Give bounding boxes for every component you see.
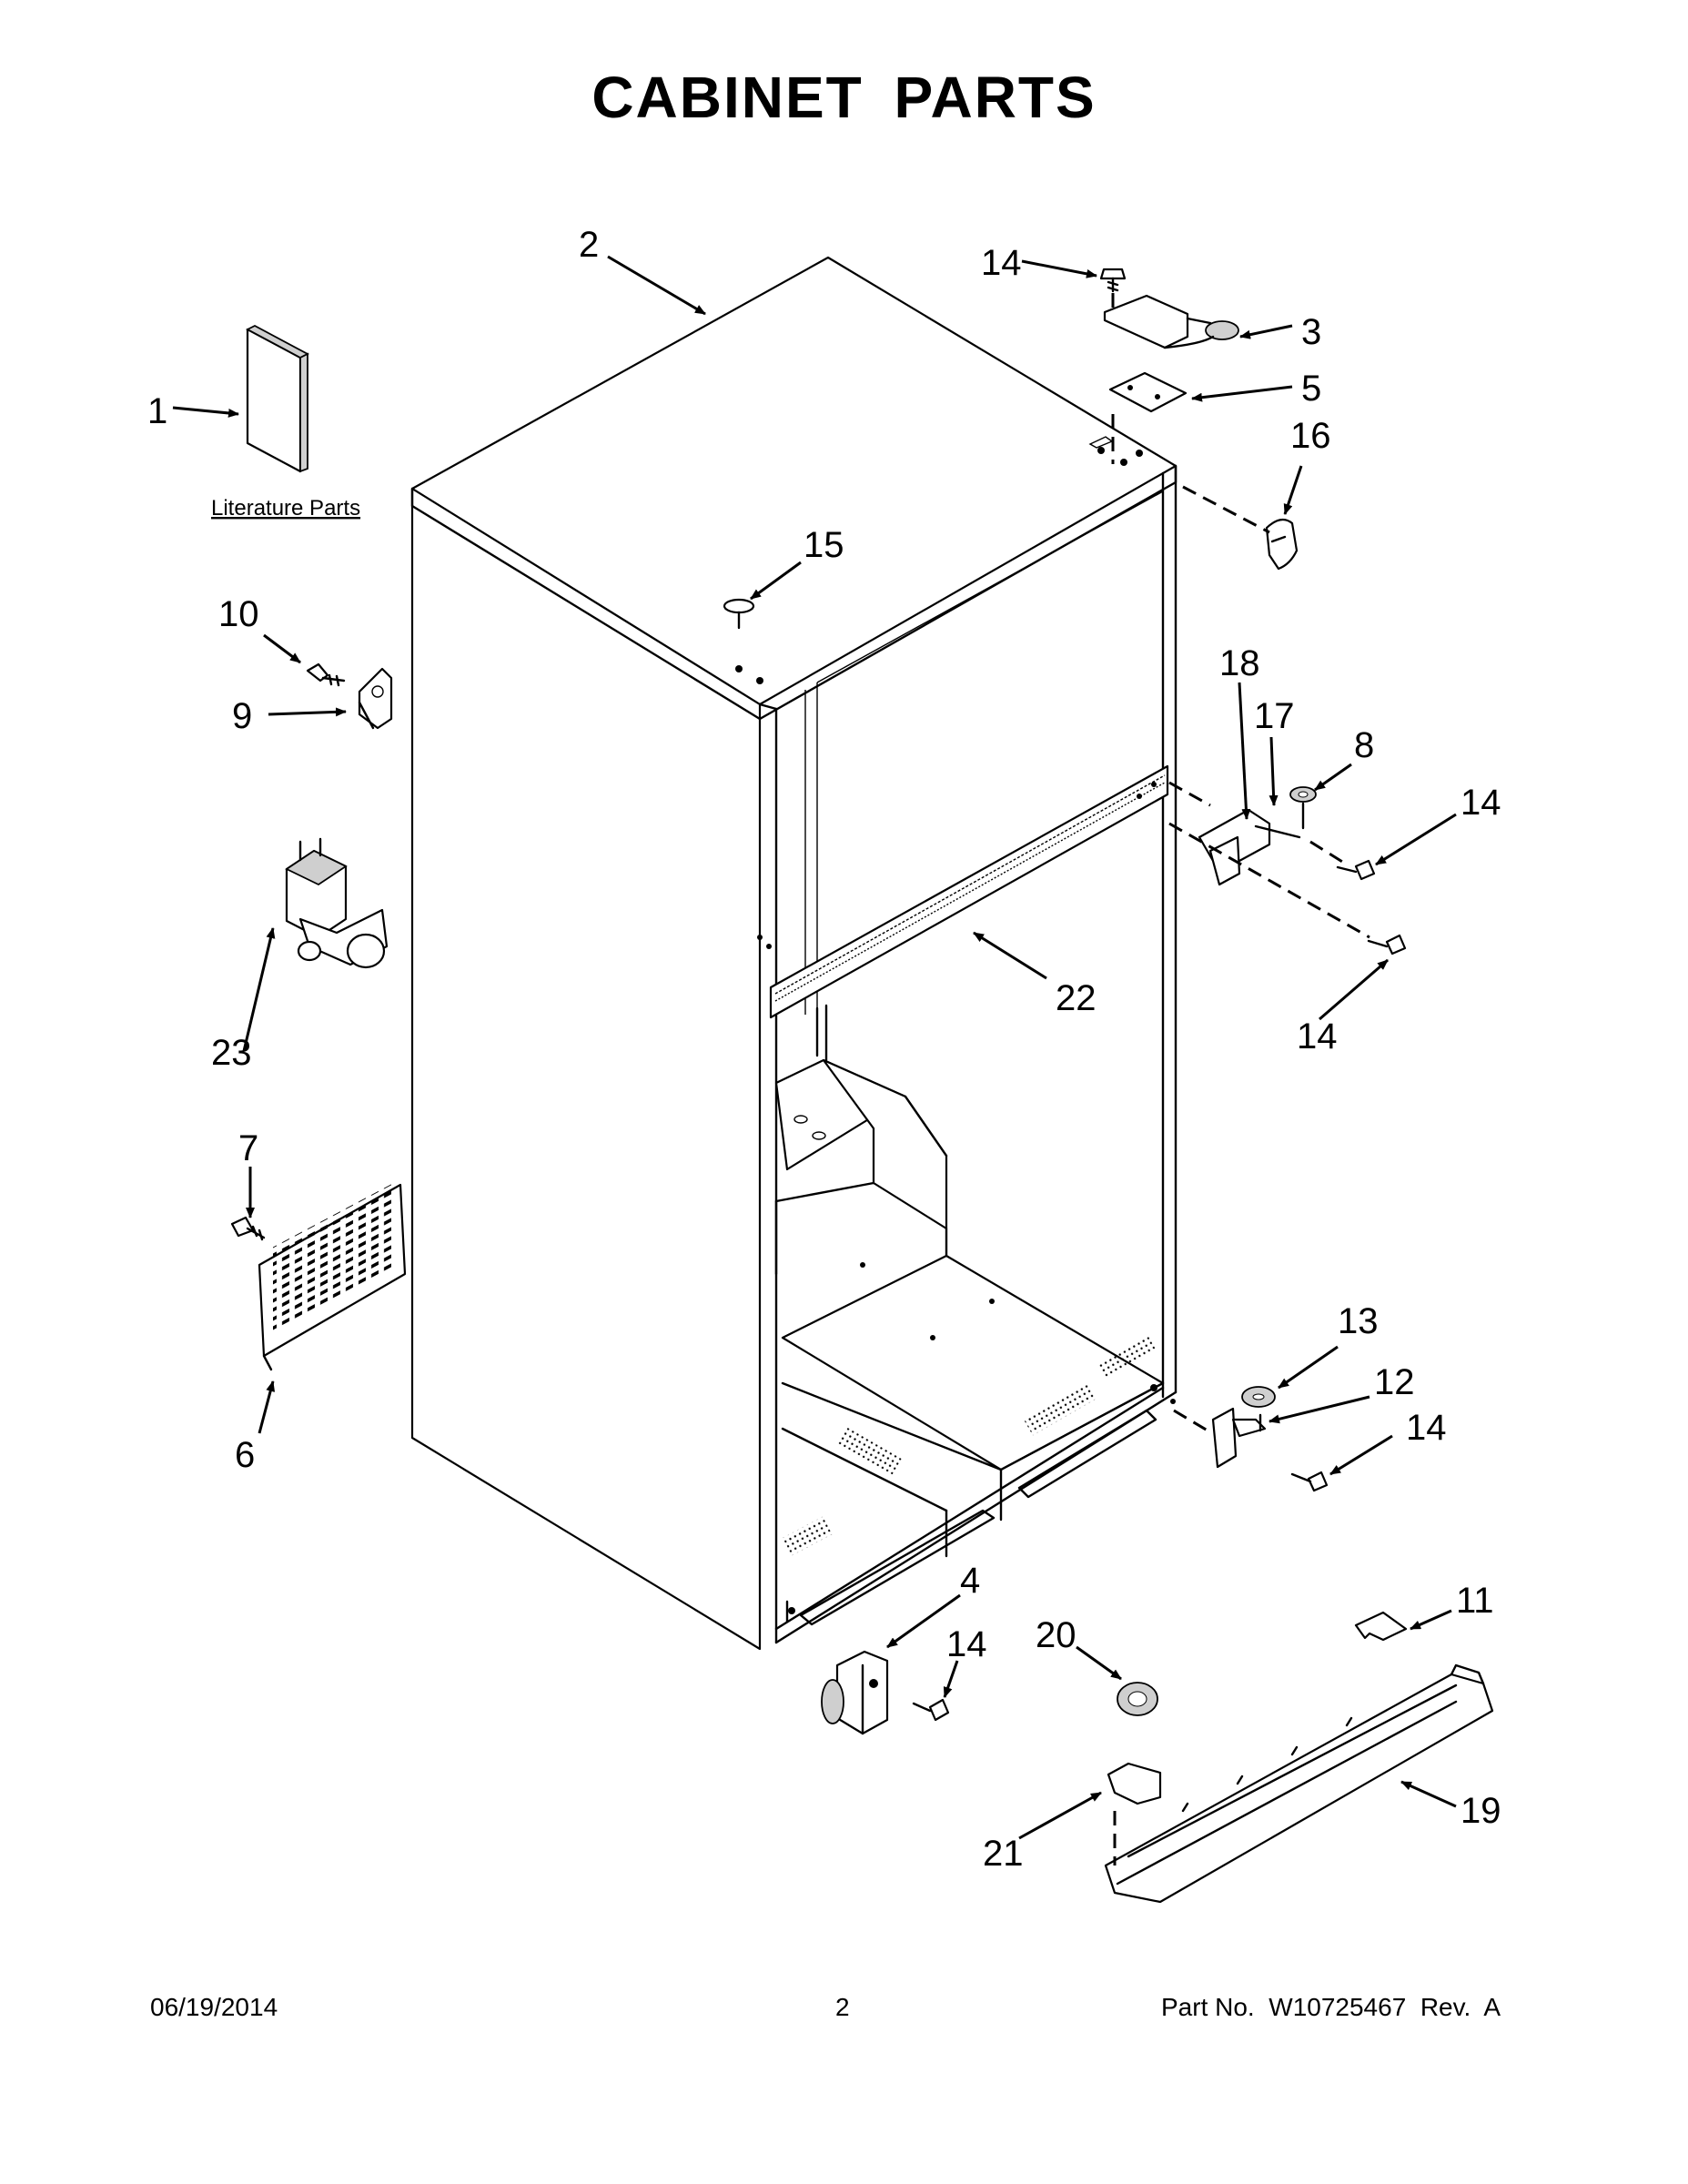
hinge-cover-part-16	[1265, 518, 1299, 571]
mid-dash-3	[1168, 822, 1370, 939]
callout-14-bottom-right: 14	[1406, 1408, 1447, 1448]
leveling-bracket-part-4	[821, 1650, 889, 1735]
screw-part-14-mid-a	[1336, 859, 1376, 881]
access-panel-part-6	[258, 1183, 407, 1371]
callout-13: 13	[1338, 1301, 1379, 1341]
callout-2: 2	[579, 225, 599, 265]
callout-3: 3	[1301, 312, 1321, 352]
plug-part-15	[723, 598, 755, 630]
cabinet-body	[410, 256, 1178, 1651]
callout-14-bottom-left: 14	[946, 1624, 987, 1664]
clip-part-11	[1354, 1611, 1408, 1642]
washer-part-13	[1241, 1386, 1276, 1408]
callout-16: 16	[1290, 416, 1331, 456]
callout-15: 15	[804, 525, 844, 565]
callout-14-mid-b: 14	[1297, 1016, 1338, 1057]
footer-date: 06/19/2014	[150, 1993, 278, 2021]
cabinet-holes	[735, 436, 1157, 949]
callout-labels: 1 2 3 4 5 6 7 8 9 10 11 12 13 14 14 14 1…	[147, 225, 1501, 1874]
callout-23: 23	[211, 1033, 252, 1073]
callout-19: 19	[1461, 1791, 1501, 1831]
literature-caption: Literature Parts	[211, 496, 360, 521]
washer-part-8	[1289, 786, 1317, 803]
callout-11: 11	[1456, 1581, 1494, 1621]
page-title: CABINET PARTS	[591, 65, 1097, 130]
hinge-shim-part-5	[1108, 371, 1188, 413]
spacer-part-21	[1107, 1762, 1162, 1805]
callout-1: 1	[147, 391, 167, 431]
callout-21: 21	[983, 1834, 1024, 1874]
footer-page-number: 2	[835, 1993, 850, 2021]
footer-part-number: Part No. W10725467 Rev. A	[1161, 1993, 1501, 2021]
callout-6: 6	[235, 1435, 255, 1475]
callout-20: 20	[1036, 1615, 1076, 1655]
screw-part-14-bottom-left	[912, 1698, 950, 1722]
callout-4: 4	[960, 1561, 980, 1601]
cover-dash	[1182, 485, 1270, 534]
callout-17: 17	[1254, 696, 1295, 736]
callout-14-mid-a: 14	[1461, 783, 1501, 823]
literature-booklet-part-1	[246, 324, 309, 473]
callout-9: 9	[232, 696, 252, 736]
roller-part-20	[1117, 1682, 1158, 1716]
mid-dash-1	[1168, 781, 1211, 807]
callout-7: 7	[238, 1128, 258, 1168]
screw-part-7	[230, 1216, 266, 1241]
water-valve-part-23	[285, 837, 389, 969]
toe-grille-part-19	[1104, 1663, 1494, 1904]
mid-dash-2	[1309, 840, 1348, 866]
bracket-part-9	[358, 667, 393, 730]
top-hinge-part-3	[1103, 294, 1239, 349]
bottom-hinge-part-12	[1211, 1407, 1267, 1469]
leader-arrows	[172, 255, 1457, 1840]
hinge-shim-part-18	[1208, 835, 1241, 886]
callout-18: 18	[1219, 643, 1260, 683]
callout-5: 5	[1301, 369, 1321, 409]
callout-12: 12	[1374, 1362, 1415, 1402]
screw-part-10	[306, 662, 346, 687]
crossbar-part-22	[769, 764, 1169, 1019]
callout-22: 22	[1056, 978, 1097, 1018]
callout-8: 8	[1354, 725, 1374, 765]
screw-part-14-mid-b	[1367, 934, 1407, 956]
callout-10: 10	[218, 594, 259, 634]
screw-part-14-bottom-right	[1290, 1471, 1329, 1492]
screw-part-14-top	[1099, 268, 1127, 293]
bottom-hinge-dash	[1173, 1409, 1213, 1435]
callout-14-top: 14	[981, 243, 1022, 283]
machine-compartment	[774, 1004, 1176, 1626]
